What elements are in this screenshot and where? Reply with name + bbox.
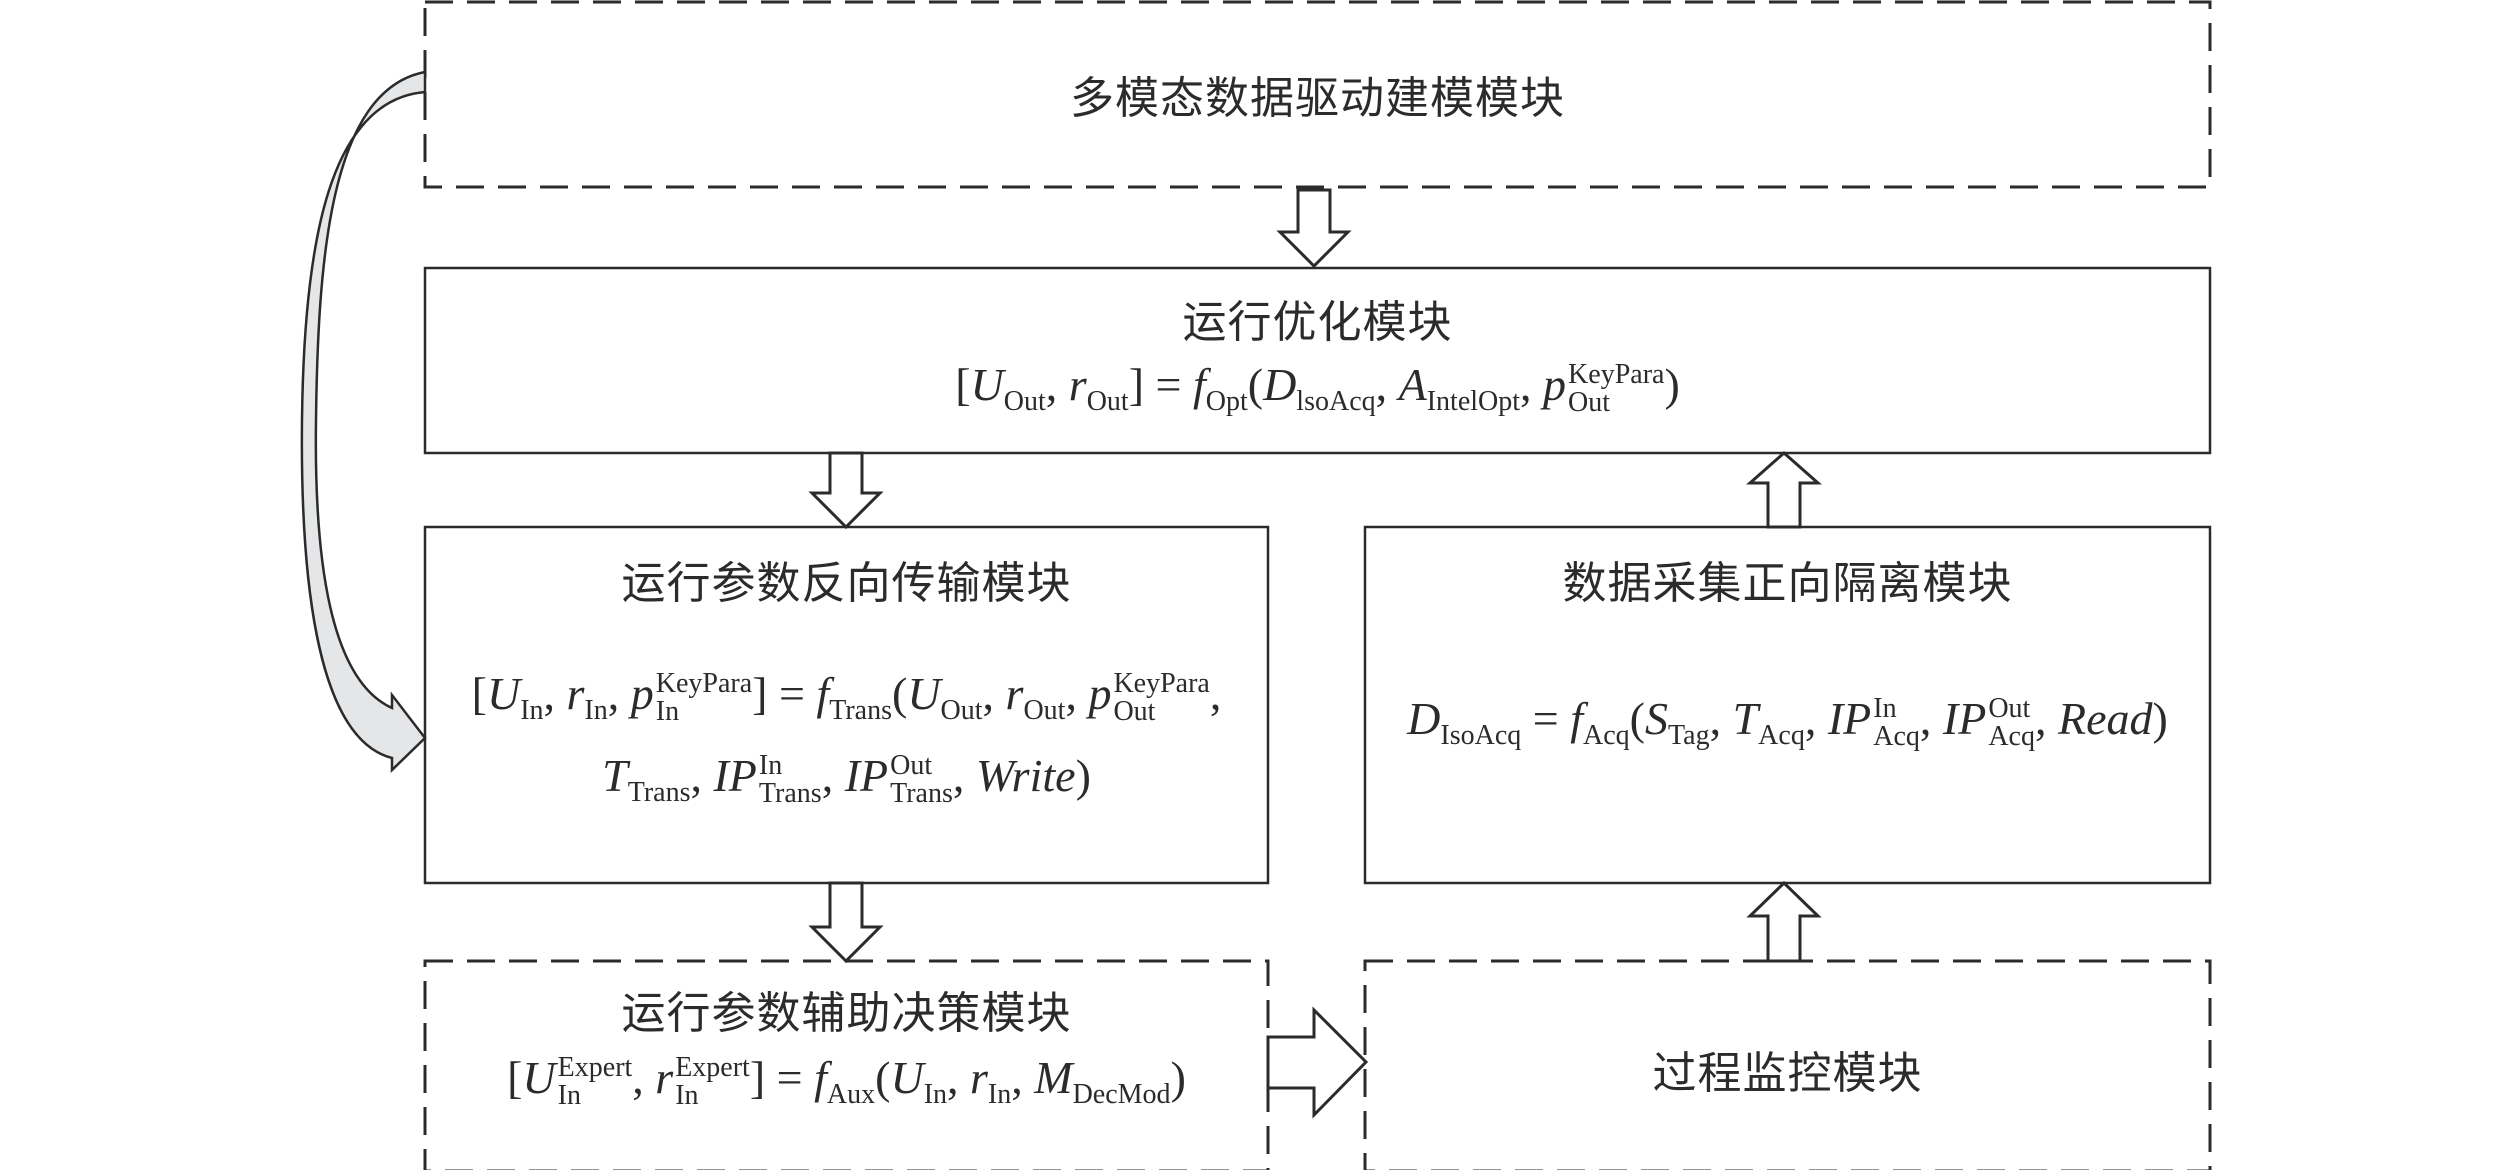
arrow-down-reverse-to-decision <box>808 881 884 964</box>
arrow-up-forward-to-optimization <box>1746 450 1822 529</box>
optimization-module-title: 运行优化模块 <box>1182 297 1453 348</box>
optimization-equation: [UOut, rOut] = fOpt(DlsoAcq, AIntelOpt, … <box>955 359 1680 419</box>
arrow-down-multimodal-to-optimization <box>1276 188 1352 269</box>
monitoring-module-title: 过程监控模块 <box>1652 1048 1923 1099</box>
arrow-right-decision-to-monitoring <box>1266 1006 1369 1119</box>
monitoring-module: 过程监控模块 <box>1365 961 2210 1171</box>
multimodal-module-border <box>423 0 2212 189</box>
multimodal-module: 多模态数据驱动建模模块 <box>425 2 2210 187</box>
curved-arrow-multimodal-to-reverse <box>300 70 427 773</box>
multimodal-module-title: 多模态数据驱动建模模块 <box>1070 73 1565 124</box>
arrow-down-optimization-to-reverse <box>808 451 884 530</box>
arrow-up-monitoring-to-forward <box>1746 880 1822 963</box>
optimization-module-border <box>423 266 2212 455</box>
reverse-transfer-module-title: 运行参数反向传输模块 <box>621 558 1072 609</box>
optimization-module: 运行优化模块 [UOut, rOut] = fOpt(DlsoAcq, AInt… <box>425 268 2210 453</box>
forward-isolation-module-title: 数据采集正向隔离模块 <box>1562 558 2013 609</box>
forward-isolation-module: 数据采集正向隔离模块 DIsoAcq = fAcq(STag, TAcq, IP… <box>1365 527 2210 883</box>
decision-aid-module-title: 运行参数辅助决策模块 <box>621 988 1072 1039</box>
